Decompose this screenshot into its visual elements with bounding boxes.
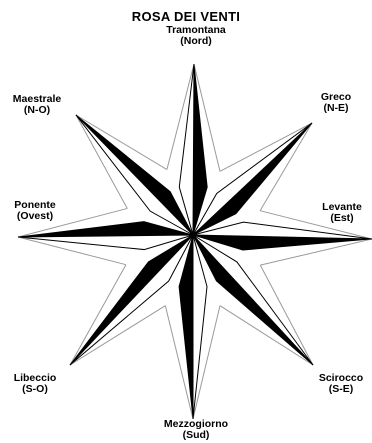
label-southwest: Libeccio (S-O) bbox=[10, 373, 60, 395]
wind-dir-west: (Ovest) bbox=[4, 211, 66, 222]
label-east: Levante (Est) bbox=[313, 202, 371, 224]
wind-dir-northwest: (N-O) bbox=[4, 105, 70, 116]
wind-dir-southeast: (S-E) bbox=[312, 384, 370, 395]
label-northwest: Maestrale (N-O) bbox=[4, 94, 70, 116]
rose-arm-w-dark bbox=[18, 222, 193, 237]
wind-dir-southwest: (S-O) bbox=[10, 384, 60, 395]
label-northeast: Greco (N-E) bbox=[306, 92, 366, 114]
wind-dir-south: (Sud) bbox=[146, 430, 246, 441]
label-west: Ponente (Ovest) bbox=[4, 200, 66, 222]
rose-center-dot bbox=[191, 233, 196, 238]
rose-arm-ne-light bbox=[193, 123, 312, 235]
wind-dir-east: (Est) bbox=[313, 213, 371, 224]
label-south: Mezzogiorno (Sud) bbox=[146, 419, 246, 441]
label-southeast: Scirocco (S-E) bbox=[312, 373, 370, 395]
wind-dir-northeast: (N-E) bbox=[306, 103, 366, 114]
rose-arm-w-light bbox=[18, 235, 193, 250]
label-north: Tramontana (Nord) bbox=[146, 25, 246, 47]
rose-arm-n-light bbox=[179, 64, 194, 235]
wind-dir-north: (Nord) bbox=[146, 36, 246, 47]
